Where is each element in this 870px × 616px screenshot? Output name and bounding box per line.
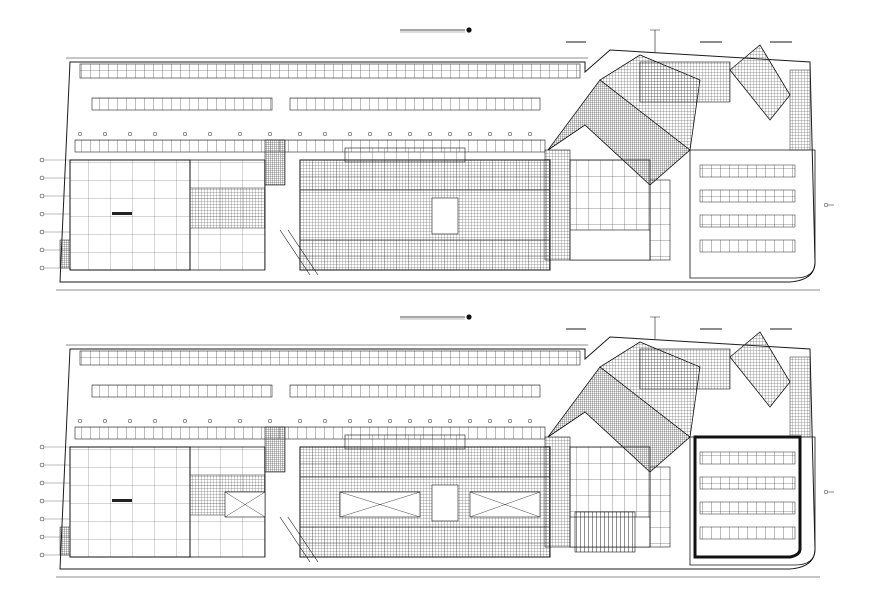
lower-plan-variations [224, 435, 802, 559]
plan-title-lower [400, 314, 472, 320]
plan-title-upper [400, 27, 472, 33]
floor-plan-upper [39, 27, 835, 291]
floor-plan-lower [39, 314, 835, 578]
